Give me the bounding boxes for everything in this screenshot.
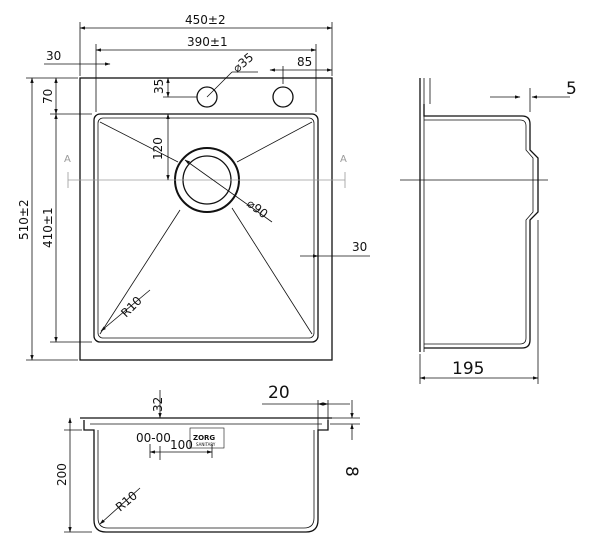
dim-front-drop: 32 [151, 397, 165, 412]
dim-drain-offset: 120 [151, 137, 165, 160]
bowl-outline [93, 113, 319, 343]
dim-tap-offset-top: 35 [152, 79, 166, 94]
dim-overall-width: 450±2 [185, 13, 226, 27]
dim-front-flange: 20 [268, 383, 290, 403]
svg-text:SANITARY: SANITARY [196, 442, 216, 447]
dim-bowl-width: 390±1 [187, 35, 228, 49]
sink-outline [79, 77, 333, 361]
dim-tap-hole-dia: ⌀35 [230, 50, 256, 75]
dim-overall-length: 510±2 [17, 199, 31, 240]
section-mark-right: A [340, 154, 347, 165]
top-view: A A 450±2 390±1 30 ⌀35 85 35 120 ⌀90 [17, 13, 370, 361]
dim-drain-dia: ⌀90 [244, 196, 270, 221]
overflow-label: 00-00 [136, 431, 171, 445]
bowl-inner-outline [97, 117, 315, 339]
section-mark-left: A [64, 154, 71, 165]
dim-bowl-side-margin: 30 [352, 240, 367, 254]
dim-side-height: 195 [452, 359, 484, 379]
front-view: 00-00 ZORG SANITARY 32 100 20 8 [55, 383, 361, 533]
tap-hole-right [272, 86, 294, 108]
dim-side-margin: 30 [46, 49, 61, 63]
side-view: 5 195 [400, 78, 577, 384]
dim-tap-offset-side: 85 [297, 55, 312, 69]
dim-front-depth: 200 [55, 463, 69, 486]
svg-text:ZORG: ZORG [193, 434, 215, 442]
dim-side-thickness: 5 [566, 79, 577, 99]
dim-bowl-length: 410±1 [41, 207, 55, 248]
dim-front-rim: 8 [341, 466, 361, 477]
zorg-logo: ZORG SANITARY [189, 427, 225, 449]
dim-front-corner-radius: R10 [113, 488, 140, 514]
dim-overflow-spacing: 100 [170, 438, 193, 452]
dim-top-margin: 70 [41, 89, 55, 104]
